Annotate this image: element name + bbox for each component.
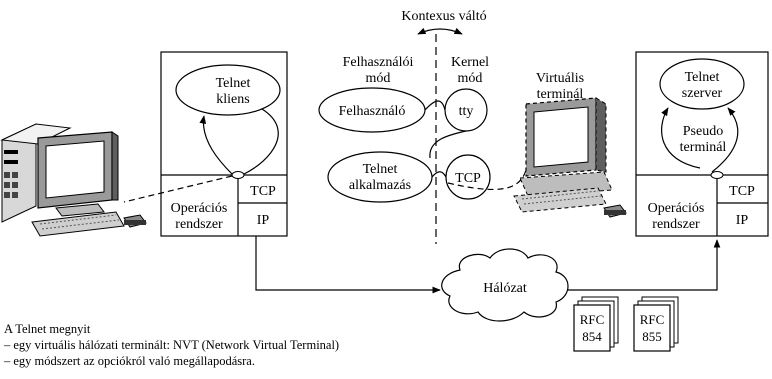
pseudo-terminal-label-2: terminál (680, 140, 727, 155)
network-cloud (441, 248, 569, 322)
pseudo-terminal-label-1: Pseudo (683, 124, 723, 139)
client-down-curve (243, 108, 279, 175)
tty-app-link (429, 130, 467, 159)
note-line-2: – egy virtuális hálózati terminált: NVT … (4, 338, 340, 352)
user-tty-link (424, 100, 446, 111)
client-os-label-2: rendszer (175, 217, 223, 232)
server-ip-label: IP (736, 213, 749, 228)
telnet-app-label-2: alkalmazás (349, 178, 411, 193)
kernel-mode-label-2: mód (458, 71, 483, 86)
tcp-terminal-link (447, 169, 527, 190)
rfc-854-document: RFC 854 (573, 296, 619, 352)
rfc-855-title: RFC (640, 312, 665, 327)
client-os-label-1: Operációs (171, 201, 228, 216)
tty-label: tty (459, 104, 474, 119)
client-computer-icon (0, 123, 147, 237)
server-tcp-label: TCP (729, 184, 755, 199)
server-right-curve (711, 107, 739, 173)
network-server-arrow (568, 239, 721, 291)
client-terminal-link (123, 175, 233, 203)
server-socket (710, 171, 724, 179)
client-tcp-label: TCP (250, 184, 276, 199)
server-left-curve (661, 107, 701, 169)
user-mode-label-1: Felhasználói (343, 55, 414, 70)
network-label: Hálózat (483, 281, 527, 296)
rfc-855-number: 855 (642, 329, 662, 344)
telnet-client-label-2: kliens (216, 92, 249, 107)
kernel-tcp-label: TCP (455, 171, 481, 186)
virtual-terminal-icon (513, 97, 627, 218)
telnet-server-label-1: Telnet (685, 70, 720, 85)
user-mode-label-2: mód (366, 71, 391, 86)
rfc-854-title: RFC (580, 312, 605, 327)
client-host-box: Telnet kliens TCP IP Operációs rendszer (160, 51, 288, 237)
user-process-label: Felhasználó (339, 104, 406, 119)
virtual-terminal-label-1: Virtuális (536, 71, 584, 86)
telnet-client-label-1: Telnet (216, 76, 251, 91)
note-line-3: – egy módszert az opciókról való megálla… (4, 354, 255, 368)
kernel-mode-label-1: Kernel (451, 55, 489, 70)
client-ip-label: IP (257, 213, 270, 228)
rfc-854-number: 854 (582, 329, 602, 344)
client-socket (231, 171, 245, 179)
telnet-app-label-1: Telnet (363, 162, 398, 177)
app-tcp-link (431, 171, 447, 178)
telnet-server-process (659, 58, 745, 110)
note-line-1: A Telnet megnyit (4, 322, 91, 336)
telnet-app-oval (327, 151, 433, 203)
rfc-855-document: RFC 855 (633, 296, 679, 352)
server-host-box: Telnet szerver Pseudo terminál TCP IP Op… (635, 51, 769, 237)
telnet-client-process (175, 64, 281, 116)
context-switch-arrow (417, 27, 463, 35)
server-os-label-2: rendszer (652, 217, 700, 232)
context-switch-label: Kontexus váltó (401, 9, 486, 24)
telnet-server-label-2: szerver (682, 86, 723, 101)
client-network-arrow (255, 236, 441, 294)
server-os-label-1: Operációs (648, 201, 705, 216)
virtual-terminal-label-2: terminál (537, 87, 584, 102)
client-up-arrow (199, 115, 233, 175)
